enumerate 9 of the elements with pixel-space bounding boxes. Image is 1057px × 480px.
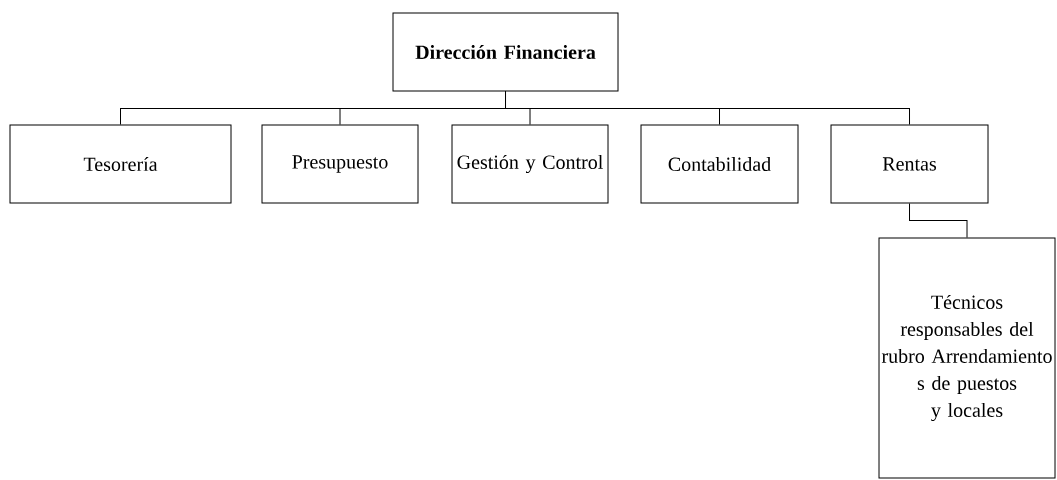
org-box: Tesorería [9,124,232,204]
org-box: Gestión y Control [451,124,609,204]
org-box: Rentas [830,124,989,204]
connector-line [909,203,968,238]
org-box: Dirección Financiera [392,12,619,92]
org-box: Presupuesto [261,124,419,204]
connector-line [505,91,910,125]
org-box: Contabilidad [640,124,799,204]
org-box: Técnicos responsables del rubro Arrendamiento s de puestos y locales [878,237,1056,479]
